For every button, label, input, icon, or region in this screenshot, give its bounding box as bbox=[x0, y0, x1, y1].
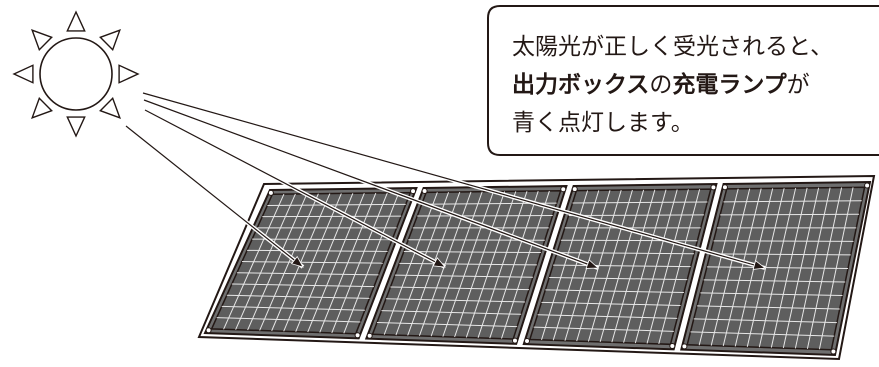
callout-message: 太陽光が正しく受光されると、 出力ボックスの充電ランプが 青く点灯します。 bbox=[512, 28, 872, 142]
callout-particle-ga: が bbox=[787, 72, 810, 98]
eyelet bbox=[512, 338, 517, 343]
eyelet bbox=[572, 187, 577, 192]
output-box-label: 出力ボックス bbox=[512, 72, 649, 98]
charge-lamp-label: 充電ランプ bbox=[672, 72, 786, 98]
sun-icon bbox=[14, 12, 138, 136]
eyelet bbox=[670, 343, 675, 348]
sun-ray-spike bbox=[119, 65, 138, 82]
sun-disc bbox=[40, 38, 112, 110]
eyelet bbox=[422, 188, 427, 193]
eyelet bbox=[722, 185, 727, 190]
sun-ray-spike bbox=[32, 98, 52, 118]
eyelet bbox=[355, 333, 360, 338]
eyelet bbox=[206, 328, 211, 333]
sun-ray-spike bbox=[67, 12, 84, 31]
callout-line-3: 青く点灯します。 bbox=[512, 104, 872, 142]
callout-line-1: 太陽光が正しく受光されると、 bbox=[512, 28, 872, 66]
eyelet bbox=[367, 333, 372, 338]
eyelet bbox=[831, 349, 836, 354]
eyelet bbox=[268, 190, 273, 195]
eyelet bbox=[711, 185, 716, 190]
eyelet bbox=[865, 183, 870, 188]
sun-ray-spike bbox=[100, 30, 120, 50]
eyelet bbox=[561, 187, 566, 192]
sun-ray-spike bbox=[32, 30, 52, 50]
sun-ray-spike bbox=[14, 65, 33, 82]
eyelet bbox=[682, 344, 687, 349]
sun-ray-spike bbox=[67, 117, 84, 136]
eyelet bbox=[411, 189, 416, 194]
sun-ray-spike bbox=[100, 98, 120, 118]
callout-line-2: 出力ボックスの充電ランプが bbox=[512, 66, 872, 104]
eyelet bbox=[525, 339, 530, 344]
callout-particle-no: の bbox=[649, 72, 672, 98]
